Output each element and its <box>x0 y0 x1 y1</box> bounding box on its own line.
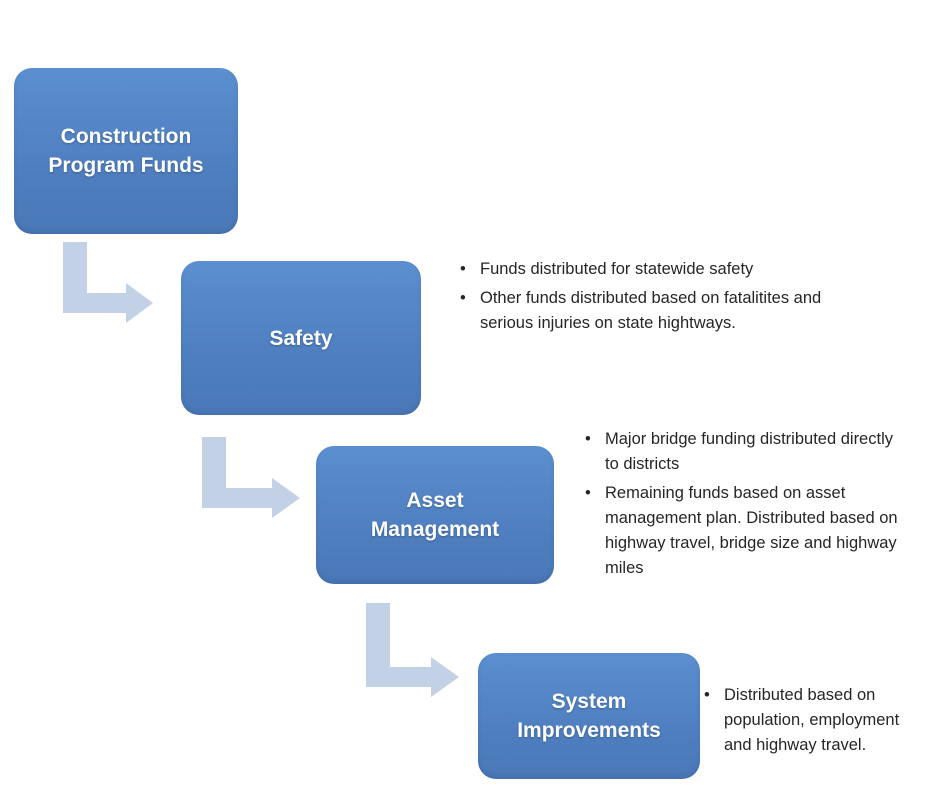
asset-management-label: Asset Management <box>370 489 500 541</box>
safety-detail-item: Other funds distributed based on fatalit… <box>458 286 850 336</box>
asset-management-detail-item: Major bridge funding distributed directl… <box>583 427 895 477</box>
construction-program-funds-box: Construction Program Funds <box>14 68 238 234</box>
safety-box: Safety <box>181 261 421 415</box>
asset-management-details: Major bridge funding distributed directl… <box>583 427 913 585</box>
safety-detail-item: Funds distributed for statewide safety <box>458 257 780 282</box>
construction-program-funds-label: Construction Program Funds <box>48 125 204 177</box>
connector-arrow-1 <box>63 242 153 323</box>
asset-management-box: Asset Management <box>316 446 554 584</box>
safety-details: Funds distributed for statewide safety O… <box>458 257 850 340</box>
system-improvements-details: Distributed based on population, employm… <box>702 683 932 762</box>
system-improvements-label: System Improvements <box>517 690 661 742</box>
connector-arrow-2 <box>202 437 300 518</box>
system-improvements-detail-item: Distributed based on population, employm… <box>702 683 924 758</box>
safety-label: Safety <box>269 326 333 350</box>
asset-management-detail-item: Remaining funds based on asset managemen… <box>583 481 913 581</box>
connector-arrow-3 <box>366 603 459 697</box>
system-improvements-box: System Improvements <box>478 653 700 779</box>
